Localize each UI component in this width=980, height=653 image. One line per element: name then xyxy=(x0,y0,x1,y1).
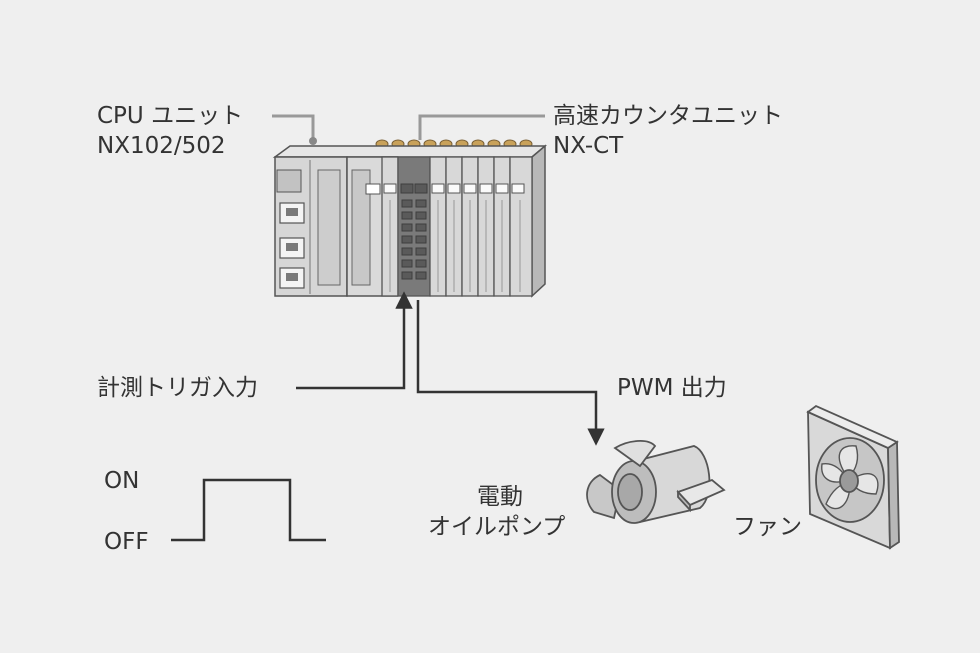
counter-leader-line xyxy=(418,114,545,140)
pulse-waveform xyxy=(171,478,326,542)
pwm-output-label: PWM 出力 xyxy=(617,375,727,401)
plc-unit-icon xyxy=(272,139,548,298)
cpu-unit-label: CPU ユニット xyxy=(97,103,244,129)
cpu-leader-line xyxy=(272,114,317,145)
pump-label-line2: オイルポンプ xyxy=(428,514,566,540)
trigger-input-label: 計測トリガ入力 xyxy=(97,375,258,401)
pump-label-line1: 電動 xyxy=(477,484,523,510)
counter-model-label: NX-CT xyxy=(553,133,624,159)
fan-label: ファン xyxy=(733,514,802,540)
on-label: ON xyxy=(104,468,140,494)
fan-icon xyxy=(806,404,900,550)
oil-pump-icon xyxy=(586,440,726,524)
trigger-input-line xyxy=(296,291,413,390)
cpu-model-label: NX102/502 xyxy=(97,133,226,159)
pwm-output-line xyxy=(416,300,605,446)
counter-unit-label: 高速カウンタユニット xyxy=(553,103,783,129)
off-label: OFF xyxy=(104,529,149,555)
